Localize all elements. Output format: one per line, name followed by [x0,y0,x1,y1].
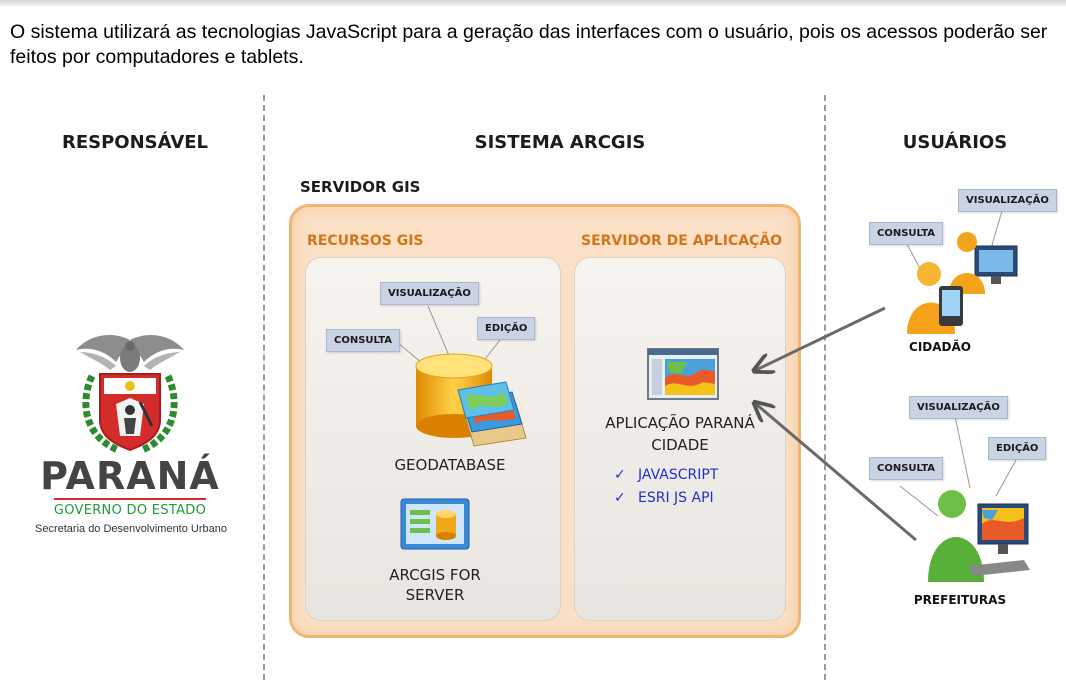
cidadao-tag-visualizacao: VISUALIZAÇÃO [958,189,1057,212]
check-icon: ✓ [614,467,626,483]
recursos-gis-title: RECURSOS GIS [307,233,424,249]
servidor-gis-title: SERVIDOR GIS [300,178,421,196]
tech-javascript: ✓JAVASCRIPT [614,467,719,483]
column-title-sistema: SISTEMA ARCGIS [474,132,646,153]
servidor-aplicacao-title: SERVIDOR DE APLICAÇÃO [581,233,783,249]
prefeituras-user-icon [928,490,1030,582]
logo-red-rule [54,498,206,500]
geodatabase-label: GEODATABASE [394,456,506,474]
top-gradient-bar [0,0,1066,6]
cidadao-label: CIDADÃO [909,340,971,354]
arrow-cidadao-to-app [756,306,886,370]
prefeituras-tag-visualizacao: VISUALIZAÇÃO [909,396,1008,419]
application-screen-icon [647,348,719,400]
geodatabase-icon [415,353,527,447]
arrow-prefeituras-to-app [756,404,917,542]
prefeituras-tag-edicao: EDIÇÃO [988,437,1047,460]
parana-coat-of-arms-icon [76,335,184,454]
logo-gov: GOVERNO DO ESTADO [53,503,207,518]
divider-right [824,95,826,680]
logo-wordmark: PARANÁ GOVERNO DO ESTADO [30,456,230,518]
prefeituras-label: PREFEITURAS [913,593,1007,607]
cidadao-users-icon [907,232,1018,334]
tag-consulta: CONSULTA [326,329,401,352]
intro-text: O sistema utilizará as tecnologias JavaS… [10,21,1048,68]
tag-visualizacao: VISUALIZAÇÃO [380,282,479,305]
tag-edicao: EDIÇÃO [477,317,536,340]
column-title-responsavel: RESPONSÁVEL [61,132,209,153]
logo-dept: Secretaria do Desenvolvimento Urbano [35,523,227,535]
application-name-label: APLICAÇÃO PARANÁ CIDADE [605,414,755,454]
column-title-usuarios: USUÁRIOS [902,132,1008,153]
tech-esri-js-api: ✓ESRI JS API [614,490,714,506]
logo-name: PARANÁ [40,454,220,498]
arcgis-server-label: ARCGIS FOR SERVER [389,566,481,604]
check-icon: ✓ [614,490,626,506]
cidadao-tag-consulta: CONSULTA [869,222,944,245]
divider-left [263,95,265,680]
prefeituras-tag-consulta: CONSULTA [869,457,944,480]
arcgis-server-icon [400,498,470,550]
servidor-aplicacao-panel [574,257,786,621]
